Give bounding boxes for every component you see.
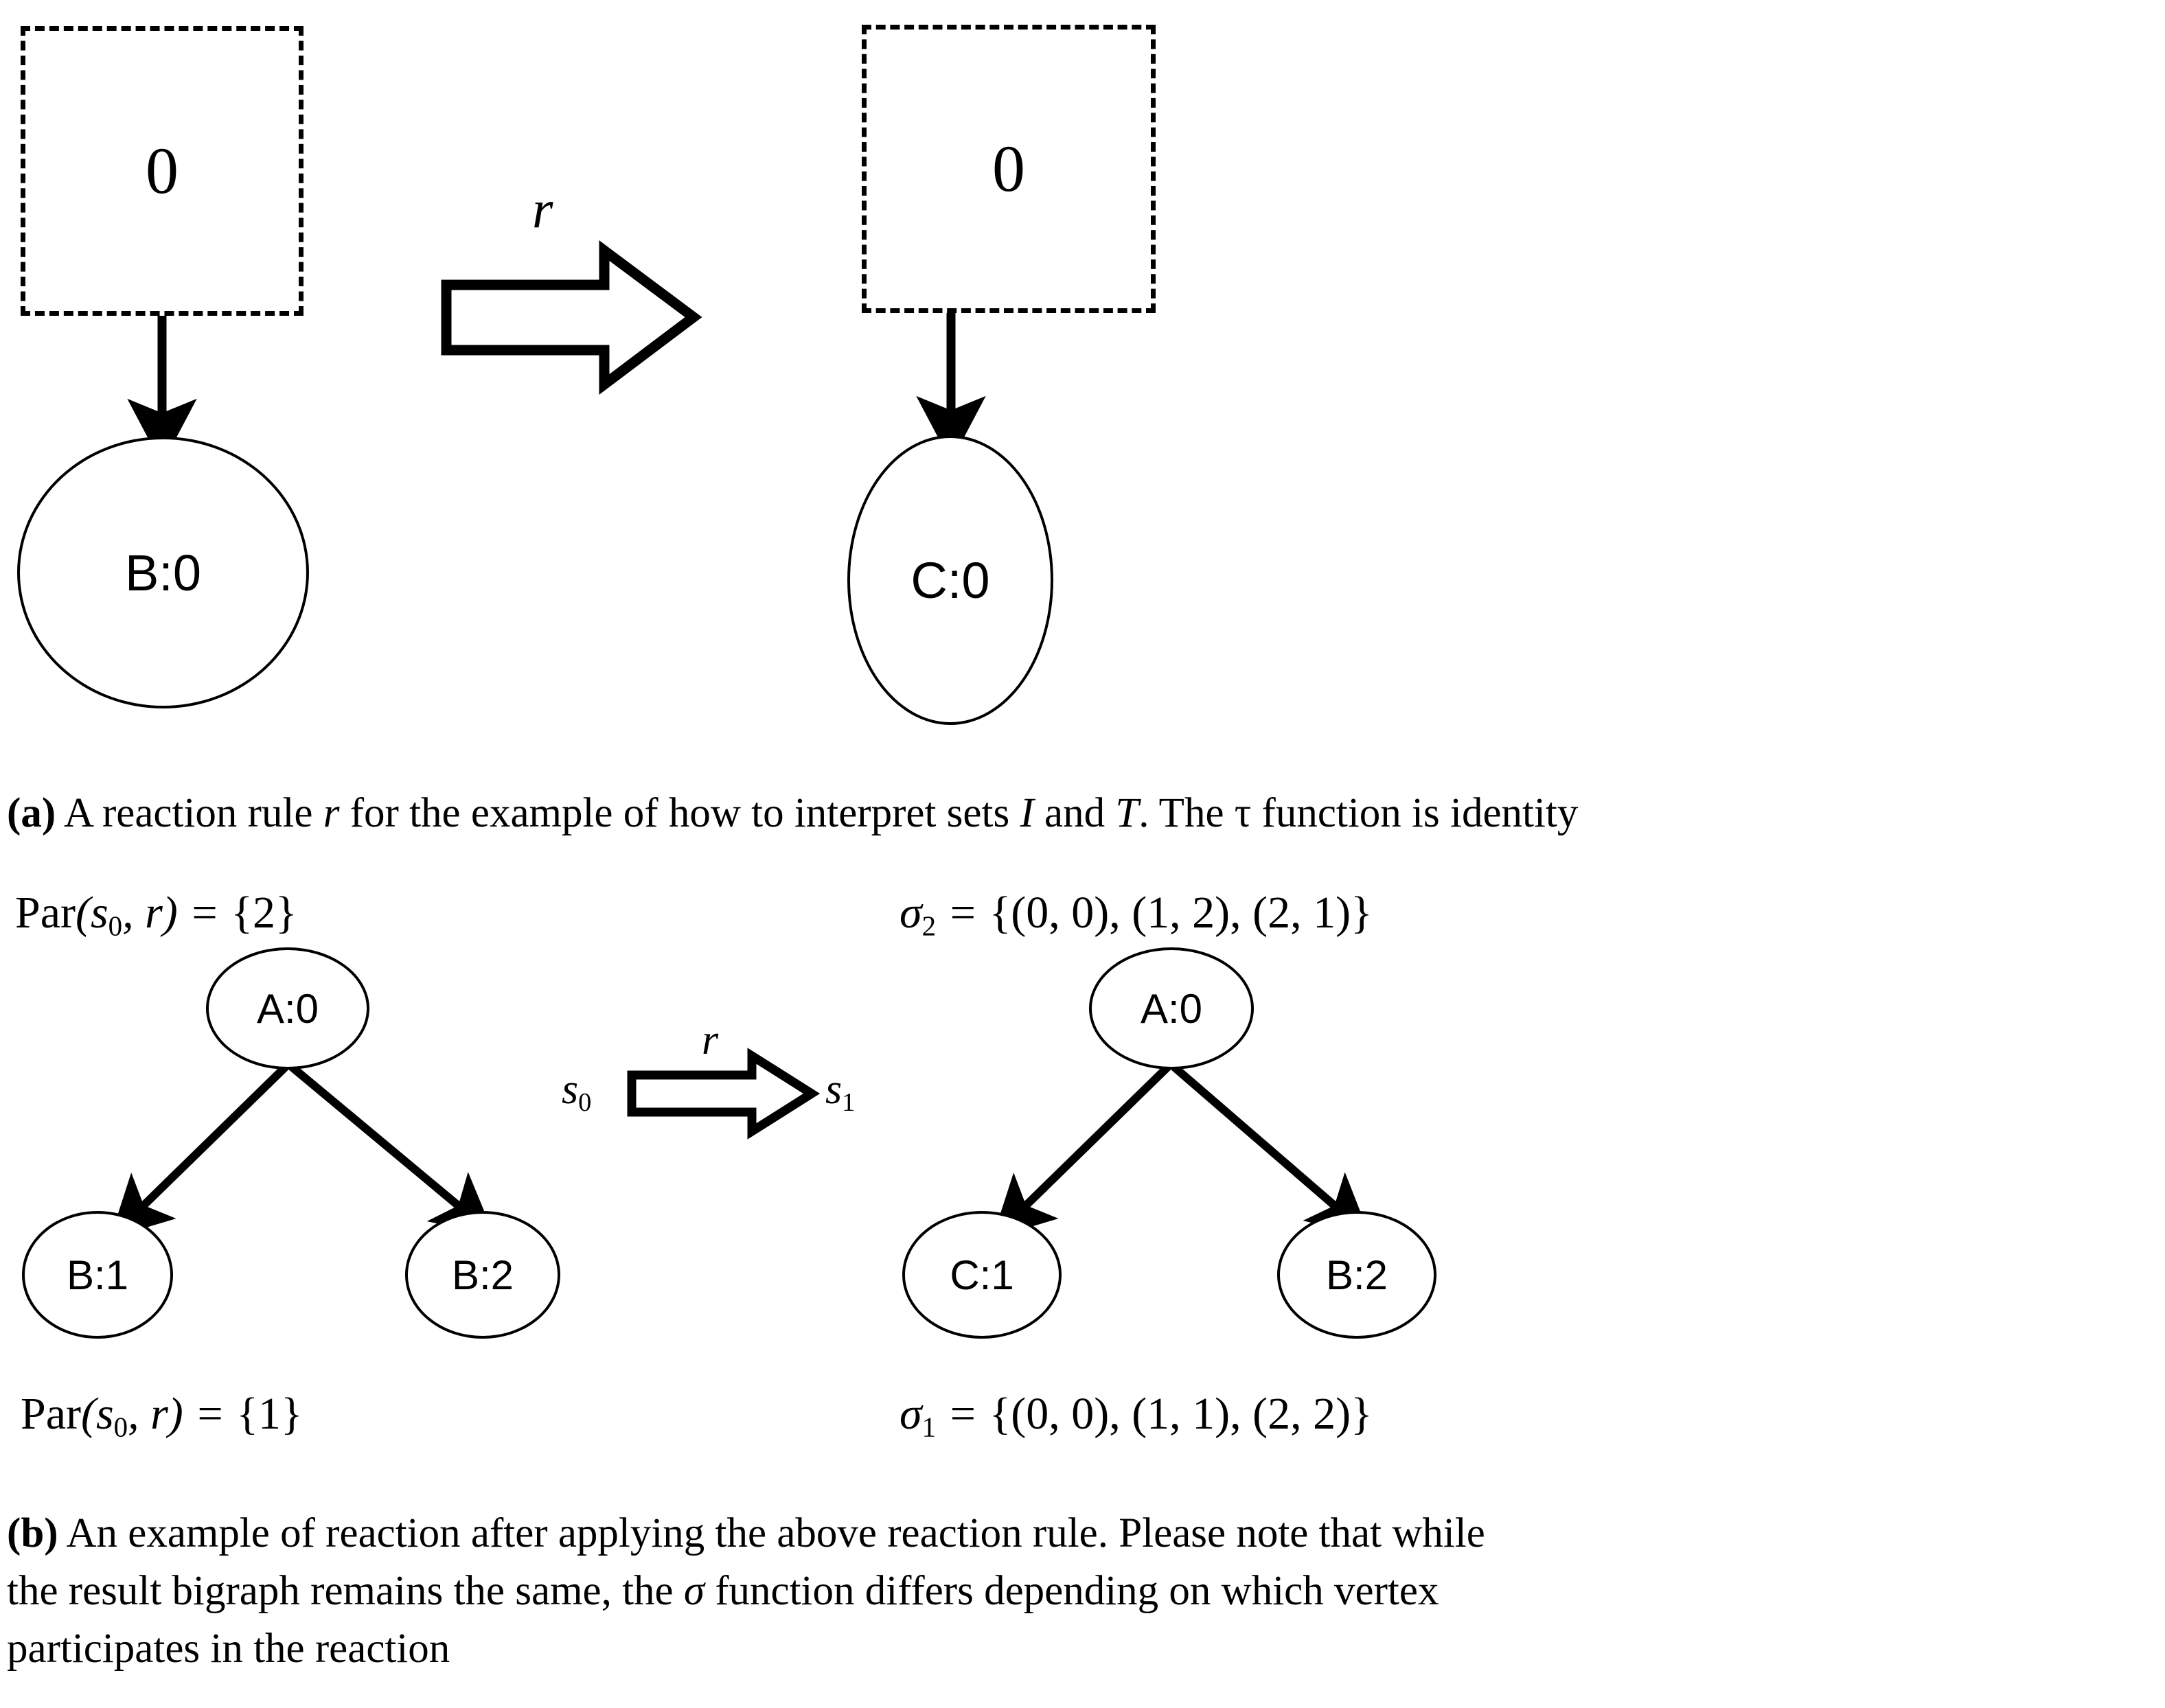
right-top-formula-sub: 2 (921, 910, 937, 942)
caption-b-line-2: the result bigraph remains the same, the… (7, 1562, 2163, 1620)
state-label-s0: s0 (562, 1065, 591, 1118)
panel-a-edges (127, 240, 986, 465)
state-label-s0-sub: 0 (578, 1087, 592, 1117)
reaction-arrow-label: r (702, 1017, 719, 1063)
caption-b-line2-a: the result bigraph remains the same, the (7, 1568, 684, 1615)
reaction-arrow-shape (627, 1048, 821, 1140)
right-tree-node-root: A:0 (1089, 947, 1254, 1070)
left-top-formula-arg1-sub: 0 (108, 910, 123, 942)
caption-a-end: . The τ function is identity (1138, 790, 1579, 836)
caption-b-line-1: (b) An example of reaction after applyin… (7, 1505, 2163, 1562)
right-tree-edge-to-child-left (992, 1061, 1174, 1238)
left-bottom-formula-arg1: s (95, 1389, 114, 1439)
caption-a-r: r (323, 790, 340, 836)
redex-site-label: 0 (146, 134, 179, 207)
left-top-formula-fn: Par (15, 888, 76, 938)
right-bottom-formula-sub: 1 (921, 1411, 937, 1443)
left-top-formula: Par(s0, r) = {2} (15, 888, 297, 942)
right-tree-node-child-left-label: C:1 (950, 1251, 1014, 1298)
left-bottom-formula-result: {1} (236, 1389, 303, 1439)
right-top-formula-result: {(0, 0), (1, 2), (2, 1)} (989, 888, 1373, 938)
right-bottom-formula-name: σ (900, 1389, 922, 1439)
caption-a: (a) A reaction rule r for the example of… (7, 785, 2163, 842)
left-tree-node-child-right: B:2 (405, 1211, 560, 1339)
right-tree-node-child-left: C:1 (902, 1211, 1062, 1339)
right-bottom-formula-result: {(0, 0), (1, 1), (2, 2)} (989, 1389, 1373, 1439)
left-tree-node-child-left-label: B:1 (66, 1251, 129, 1298)
right-bottom-formula: σ1 = {(0, 0), (1, 1), (2, 2)} (900, 1389, 1373, 1443)
left-bottom-formula: Par(s0, r) = {1} (21, 1389, 303, 1443)
left-tree-edge-to-child-right (286, 1061, 494, 1236)
caption-b-line3-text: participates in the reaction (7, 1626, 450, 1672)
reactum-site-region: 0 (862, 25, 1156, 313)
panel-b-edges (110, 1048, 1371, 1238)
state-label-s0-base: s (562, 1066, 579, 1113)
left-bottom-formula-arg1-sub: 0 (113, 1411, 128, 1443)
reactum-node-c0: C:0 (847, 435, 1053, 725)
state-label-s1: s1 (825, 1065, 855, 1118)
right-tree-node-root-label: A:0 (1140, 985, 1203, 1032)
caption-a-set-t: T (1115, 790, 1139, 836)
right-tree-node-child-right: B:2 (1277, 1211, 1436, 1339)
caption-a-and: and (1033, 790, 1116, 836)
left-top-formula-result: {2} (231, 888, 297, 938)
redex-node-label: B:0 (124, 544, 202, 601)
rule-arrow-label: r (532, 179, 553, 239)
right-tree-edge-to-child-right (1168, 1061, 1371, 1236)
state-label-s1-sub: 1 (842, 1087, 856, 1117)
reactum-site-label: 0 (992, 132, 1025, 205)
left-tree-node-child-right-label: B:2 (451, 1251, 514, 1298)
caption-a-set-i: I (1020, 790, 1034, 836)
caption-b-prefix: (b) (7, 1510, 58, 1556)
caption-a-prefix: (a) (7, 790, 56, 836)
panel-b-diagram: Par(s0, r) = {2} Par(s0, r) = {1} σ2 = {… (0, 872, 2165, 1442)
right-top-formula: σ2 = {(0, 0), (1, 2), (2, 1)} (900, 888, 1373, 942)
panel-a-diagram: 0 B:0 r 0 C:0 (0, 0, 2165, 769)
right-top-formula-name: σ (900, 888, 922, 938)
caption-b-line1-text: An example of reaction after applying th… (58, 1510, 1485, 1556)
caption-a-text: A reaction rule (56, 790, 323, 836)
redex-site-region: 0 (21, 26, 303, 316)
redex-node-b0: B:0 (17, 437, 309, 708)
caption-b-sigma: σ (683, 1568, 705, 1615)
left-tree-node-root: A:0 (206, 947, 369, 1070)
left-tree-edge-to-child-left (110, 1061, 292, 1238)
left-tree-node-child-left: B:1 (22, 1211, 173, 1339)
left-bottom-formula-fn: Par (21, 1389, 81, 1439)
caption-b-line-3: participates in the reaction (7, 1620, 2163, 1678)
right-tree-node-child-right-label: B:2 (1325, 1251, 1388, 1298)
caption-b: (b) An example of reaction after applyin… (7, 1505, 2163, 1678)
rule-arrow-shape (441, 240, 702, 395)
left-top-formula-arg2: r (145, 888, 163, 938)
left-bottom-formula-arg2: r (150, 1389, 168, 1439)
state-label-s1-base: s (825, 1066, 843, 1113)
left-top-formula-arg1: s (90, 888, 108, 938)
caption-a-mid: for the example of how to interpret sets (339, 790, 1020, 836)
caption-b-line2-b: function differs depending on which vert… (704, 1568, 1439, 1615)
left-tree-node-root-label: A:0 (256, 985, 319, 1032)
reactum-node-label: C:0 (910, 551, 990, 609)
